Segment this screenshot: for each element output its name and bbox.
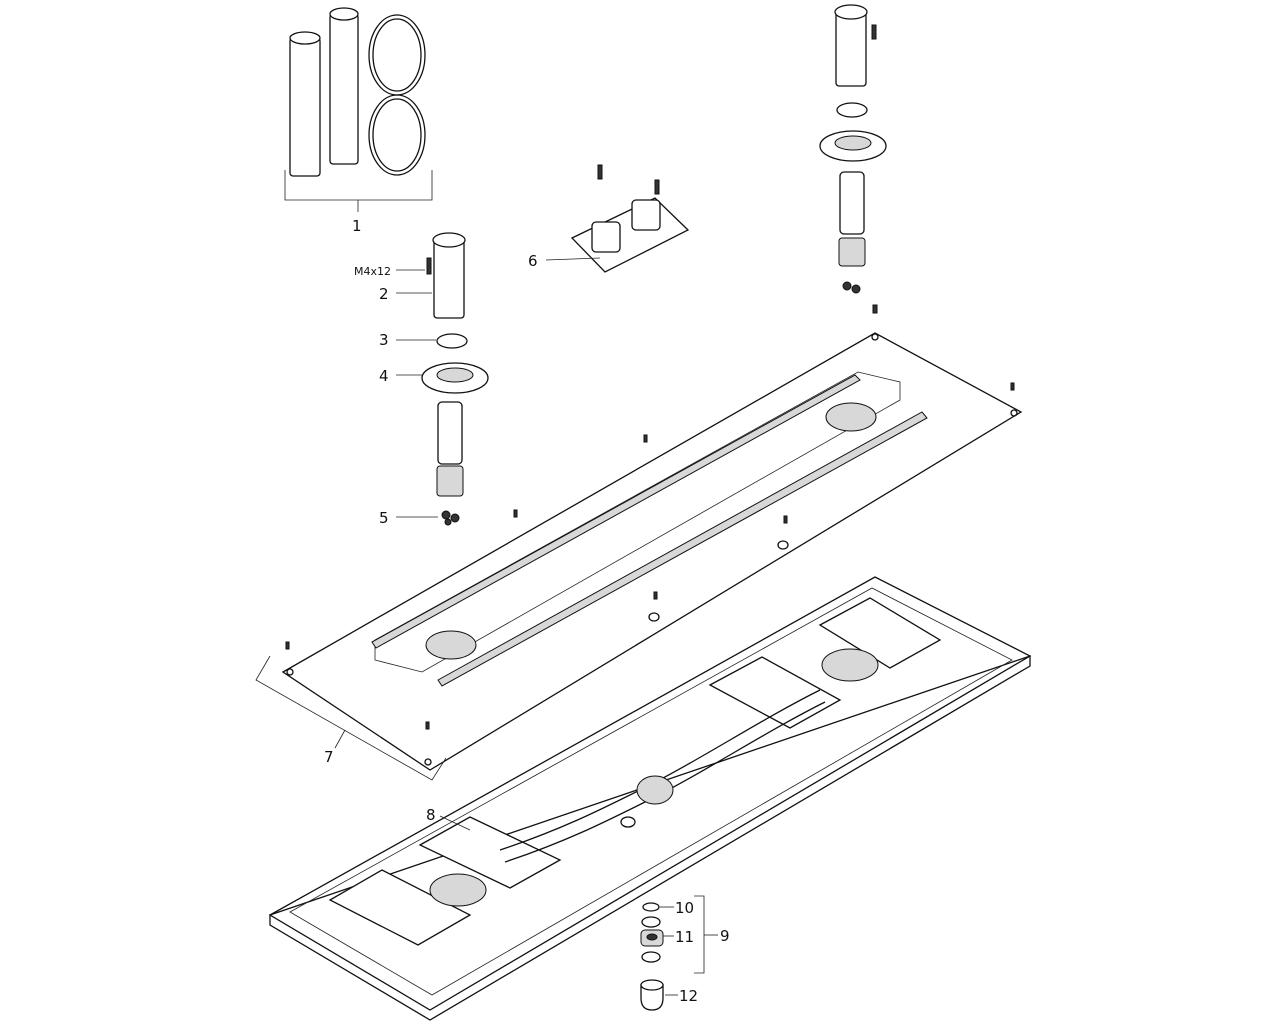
- callout-3: 3: [379, 331, 389, 349]
- callout-5: 5: [379, 509, 389, 527]
- callout-11: 11: [675, 928, 694, 946]
- callout-2: 2: [379, 285, 389, 303]
- callout-8: 8: [426, 806, 436, 824]
- callout-6: 6: [528, 252, 538, 270]
- part-7-cover-plate: [255, 332, 1023, 781]
- callout-4: 4: [379, 367, 389, 385]
- part-5-nuts: [441, 510, 460, 526]
- connector-tubes-left: [436, 401, 464, 497]
- part-8-base-frame: [268, 576, 1032, 1021]
- callout-screw-m4x12: M4x12: [354, 265, 391, 278]
- part-1-cartridge-set: [284, 7, 433, 212]
- part-2-cartridge: [426, 232, 466, 319]
- part-12-outlet: [640, 979, 664, 1011]
- callout-12: 12: [679, 987, 698, 1005]
- callout-10: 10: [675, 899, 694, 917]
- part-10-o-ring: [642, 902, 660, 912]
- callout-1: 1: [352, 217, 362, 235]
- part-11-valve-insert: [640, 916, 664, 963]
- part-6-control-module: [570, 164, 690, 273]
- part-3-o-ring: [436, 333, 468, 349]
- cartridge-stack-right: [819, 4, 887, 314]
- part-4-flange: [421, 362, 489, 394]
- callout-9: 9: [720, 927, 730, 945]
- part-9-bracket: [694, 895, 705, 974]
- callout-7: 7: [324, 748, 334, 766]
